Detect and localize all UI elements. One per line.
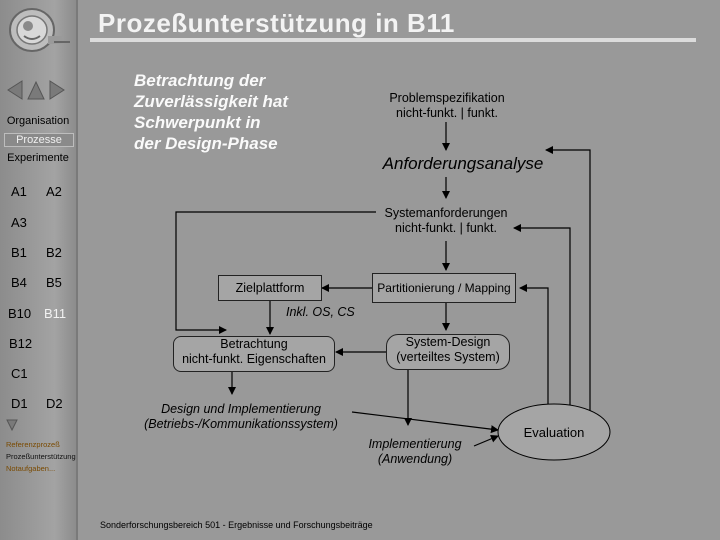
project-link-b5[interactable]: B5	[46, 275, 62, 290]
evaluation-ellipse	[497, 403, 611, 461]
connector-evaluation-to-partitionierung	[519, 284, 549, 420]
headline: Betrachtung der Zuverlässigkeit hat Schw…	[134, 70, 288, 154]
project-link-b1[interactable]: B1	[11, 245, 27, 260]
connector-design-to-evaluation	[351, 411, 499, 434]
implementierung-line-2: (Anwendung)	[377, 452, 453, 466]
up-button[interactable]	[27, 80, 45, 100]
node-partitionierung: Partitionierung / Mapping	[372, 273, 516, 303]
sidebar-divider	[76, 0, 78, 540]
project-link-a1[interactable]: A1	[11, 184, 27, 199]
project-link-a3[interactable]: A3	[11, 215, 27, 230]
implementierung-line-1: Implementierung	[368, 437, 462, 451]
design-impl-line-2: (Betriebs-/Kommunikationssystem)	[144, 417, 338, 431]
node-systemanforderungen: Systemanforderungen nicht-funkt. | funkt…	[376, 206, 516, 236]
project-link-d1[interactable]: D1	[11, 396, 28, 411]
betrachtung-line-2: nicht-funkt. Eigenschaften	[182, 352, 326, 366]
betrachtung-line-1: Betrachtung	[220, 337, 288, 351]
next-button[interactable]	[48, 80, 66, 100]
project-link-b10[interactable]: B10	[8, 306, 32, 321]
project-link-b12[interactable]: B12	[9, 336, 33, 351]
link-referenzprozess[interactable]: Referenzprozeß	[6, 440, 60, 449]
node-evaluation-label: Evaluation	[523, 425, 585, 440]
problemspezifikation-line-1: Problemspezifikation	[389, 91, 505, 105]
project-link-a2[interactable]: A2	[46, 184, 62, 199]
arrow-left-icon	[7, 80, 23, 100]
link-notaufgaben[interactable]: Notaufgaben...	[6, 464, 56, 473]
menu-item-experimente[interactable]: Experimente	[7, 152, 69, 164]
node-system-design: System-Design (verteiltes System)	[386, 334, 510, 370]
title-underline	[90, 38, 696, 42]
connector-evaluation-to-systemanforderungen	[513, 224, 571, 420]
link-prozessunterstuetzung[interactable]: Prozeßunterstützung	[6, 452, 76, 461]
logo-icon	[9, 8, 70, 52]
headline-line-4: der Design-Phase	[134, 134, 278, 153]
menu-item-organisation[interactable]: Organisation	[6, 115, 70, 127]
page-title: Prozeßunterstützung in B11	[98, 8, 455, 38]
headline-line-2: Zuverlässigkeit hat	[134, 92, 289, 111]
navigation-arrows	[6, 80, 66, 100]
node-implementierung: Implementierung (Anwendung)	[352, 437, 478, 467]
connector-systemanforderungen-to-betrachtung	[175, 211, 376, 334]
problemspezifikation-line-2: nicht-funkt. | funkt.	[396, 106, 498, 120]
arrow-right-icon	[49, 80, 65, 100]
node-problemspezifikation: Problemspezifikation nicht-funkt. | funk…	[382, 91, 512, 121]
system-design-line-2: (verteiltes System)	[396, 350, 500, 364]
project-link-d2[interactable]: D2	[46, 396, 63, 411]
project-link-b11[interactable]: B11	[44, 306, 67, 321]
system-design-line-1: System-Design	[405, 335, 491, 349]
node-design-und-implementierung: Design und Implementierung (Betriebs-/Ko…	[130, 402, 352, 432]
project-link-b2[interactable]: B2	[46, 245, 62, 260]
design-impl-line-1: Design und Implementierung	[161, 402, 321, 416]
headline-line-1: Betrachtung der	[134, 71, 266, 90]
systemanforderungen-line-2: nicht-funkt. | funkt.	[395, 221, 497, 235]
node-anforderungsanalyse: Anforderungsanalyse	[382, 154, 544, 173]
label-inkl-os-cs: Inkl. OS, CS	[286, 305, 355, 319]
connector-evaluation-to-analyse	[545, 146, 591, 420]
menu-item-prozesse[interactable]: Prozesse	[4, 133, 74, 147]
footer-text: Sonderforschungsbereich 501 - Ergebnisse…	[100, 520, 373, 530]
project-link-b4[interactable]: B4	[11, 275, 27, 290]
connector-implementierung-to-evaluation	[473, 435, 499, 447]
node-betrachtung: Betrachtung nicht-funkt. Eigenschaften	[173, 336, 335, 372]
previous-button[interactable]	[6, 80, 24, 100]
headline-line-3: Schwerpunkt in	[134, 113, 261, 132]
arrow-up-icon	[27, 80, 45, 100]
systemanforderungen-line-1: Systemanforderungen	[384, 206, 508, 220]
arrow-down-icon[interactable]	[6, 419, 18, 431]
node-zielplattform: Zielplattform	[218, 275, 322, 301]
project-link-c1[interactable]: C1	[11, 366, 28, 381]
